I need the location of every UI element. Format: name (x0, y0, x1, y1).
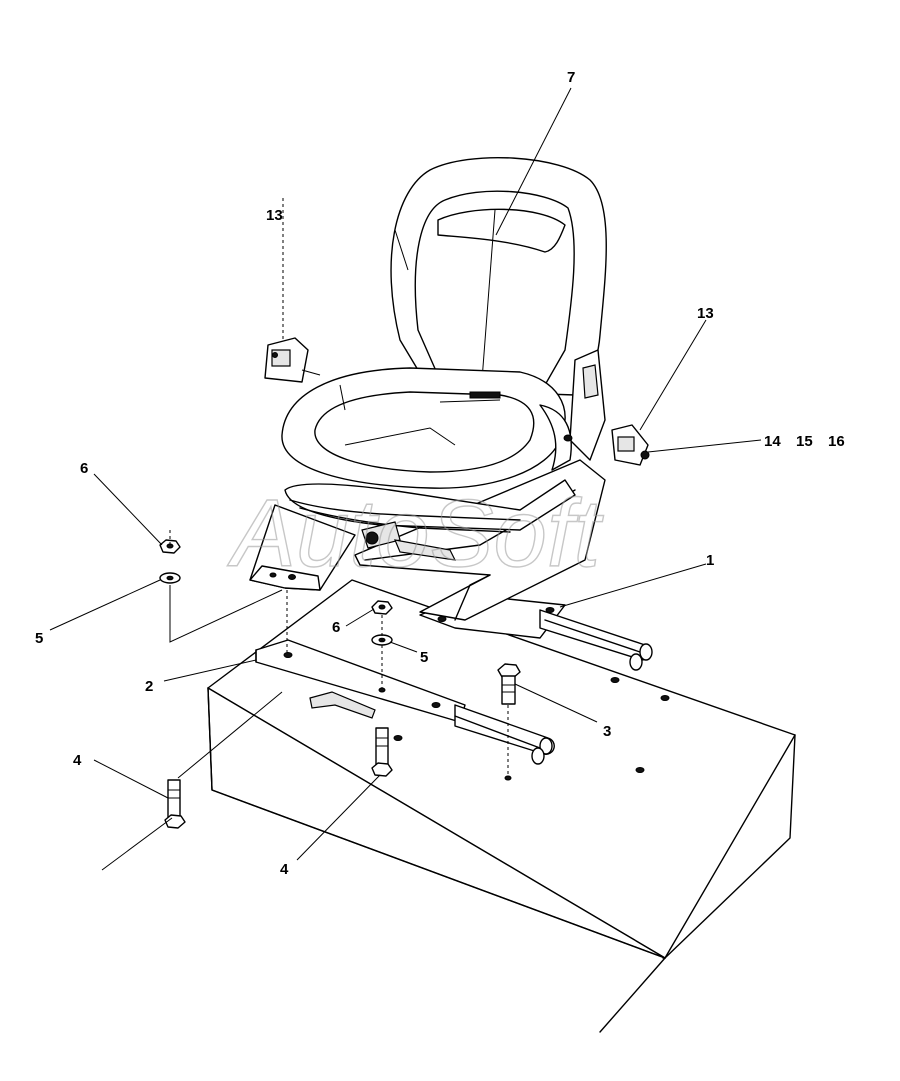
callout-6-left: 6 (80, 460, 88, 477)
bolt-right (497, 663, 521, 705)
washer-left (159, 572, 181, 584)
callout-5-left: 5 (35, 630, 43, 647)
callout-6-center: 6 (332, 619, 340, 636)
watermark-text: AutoSoft (227, 480, 604, 587)
callout-labels: 7 13 13 14 15 16 6 1 5 6 5 2 3 4 4 (35, 69, 845, 878)
callout-2: 2 (145, 678, 153, 695)
nut-center (371, 600, 393, 615)
bolt-left (164, 779, 186, 829)
bolt-center (371, 727, 393, 777)
lower-slide-rail (255, 639, 555, 765)
callout-4-left: 4 (73, 752, 82, 769)
callout-5-center: 5 (420, 649, 428, 666)
callout-1: 1 (706, 552, 714, 569)
leader-lines (49, 87, 762, 861)
callout-16: 16 (828, 433, 845, 450)
callout-7: 7 (567, 69, 575, 86)
seat-cushion-backrest (281, 156, 607, 489)
belt-buckle-left (264, 337, 321, 383)
callout-13-left: 13 (266, 207, 283, 224)
callout-14: 14 (764, 433, 781, 450)
callout-4-center: 4 (280, 861, 289, 878)
seat-suspension-base (249, 459, 606, 621)
callout-15: 15 (796, 433, 813, 450)
callout-3: 3 (603, 723, 611, 740)
belt-buckle-right (563, 424, 650, 466)
nut-left (159, 539, 181, 554)
callout-13-right: 13 (697, 305, 714, 322)
assembly-lines (101, 198, 512, 871)
